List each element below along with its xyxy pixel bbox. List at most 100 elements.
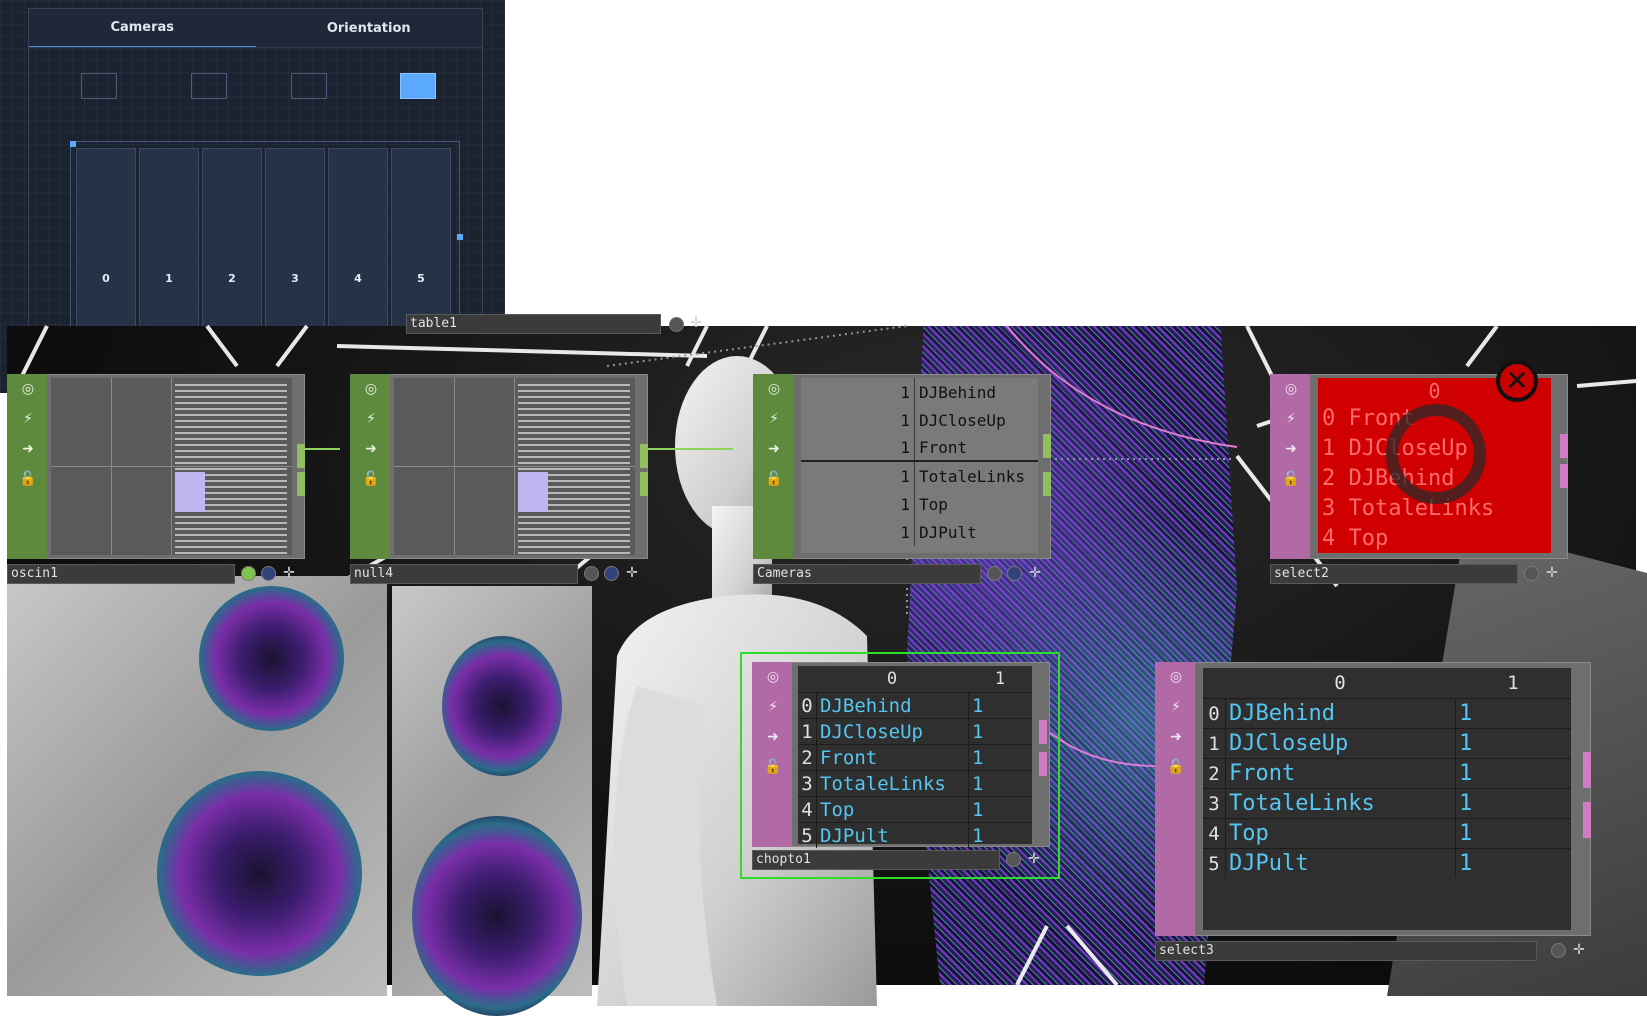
plus-icon[interactable]: ✛ <box>626 565 638 581</box>
lock-icon[interactable]: 🔓 <box>764 759 782 775</box>
output-connector[interactable] <box>1560 434 1568 458</box>
viewer-icon[interactable]: ◎ <box>1169 669 1183 685</box>
error-viewer[interactable]: 0 0 Front 1 DJCloseUp 2 DJBehind 3 Total… <box>1318 378 1551 553</box>
resize-handle-top-left[interactable] <box>70 141 76 147</box>
output-connector[interactable] <box>640 472 648 496</box>
output-connector[interactable] <box>1560 464 1568 488</box>
plus-icon[interactable]: ✛ <box>283 565 295 581</box>
output-connector[interactable] <box>640 444 648 468</box>
lock-icon[interactable]: 🔓 <box>765 471 783 487</box>
plus-icon[interactable]: ✛ <box>1028 851 1040 867</box>
channel-value: 1 <box>900 410 910 430</box>
channel-value: 1 <box>900 382 910 402</box>
tab-orientation[interactable]: Orientation <box>326 21 411 36</box>
viewer-flag[interactable] <box>1551 943 1566 958</box>
lock-icon[interactable]: 🔓 <box>362 471 380 487</box>
plus-icon[interactable]: ✛ <box>1029 565 1041 581</box>
control-panel: Cameras Orientation 0 1 2 3 4 5 <box>0 0 505 408</box>
viewer-icon[interactable]: ◎ <box>766 669 780 685</box>
node-null4[interactable]: ◎ ⚡ ➜ 🔓 null4 ✛ <box>350 374 652 584</box>
selector-box-3[interactable] <box>291 73 327 99</box>
tab-cameras[interactable]: Cameras <box>29 9 256 48</box>
lock-icon[interactable]: 🔓 <box>1167 759 1185 775</box>
bypass-icon[interactable]: ⚡ <box>768 699 778 715</box>
viewer-flag[interactable] <box>241 566 256 581</box>
lock-icon[interactable]: 🔓 <box>19 471 37 487</box>
display-flag[interactable] <box>261 566 276 581</box>
error-icon[interactable]: ✕ <box>1496 360 1538 402</box>
viewer-flag[interactable] <box>987 566 1002 581</box>
output-connector[interactable] <box>1039 752 1047 776</box>
display-icon[interactable]: ➜ <box>1285 441 1297 457</box>
node-name[interactable]: select2 <box>1270 564 1518 584</box>
chop-viewer[interactable] <box>51 378 292 555</box>
viewer-flag[interactable] <box>1524 566 1539 581</box>
plus-icon[interactable]: ✛ <box>690 315 702 331</box>
node-name[interactable]: select3 <box>1155 941 1537 961</box>
output-connector[interactable] <box>297 444 305 468</box>
lock-icon[interactable]: 🔓 <box>1282 471 1300 487</box>
resize-handle-right[interactable] <box>457 234 463 240</box>
plus-icon[interactable]: ✛ <box>1546 565 1558 581</box>
viewer-icon[interactable]: ◎ <box>364 381 378 397</box>
node-select2[interactable]: ◎ ⚡ ➜ 🔓 0 0 Front 1 DJCloseUp 2 DJBehind… <box>1270 360 1572 584</box>
plus-icon[interactable]: ✛ <box>1573 942 1585 958</box>
selector-box-1[interactable] <box>81 73 117 99</box>
display-icon[interactable]: ➜ <box>1170 729 1182 745</box>
display-icon[interactable]: ➜ <box>767 729 779 745</box>
bypass-icon[interactable]: ⚡ <box>366 411 376 427</box>
display-flag[interactable] <box>1007 566 1022 581</box>
viewer-flag[interactable] <box>669 317 684 332</box>
bypass-icon[interactable]: ⚡ <box>23 411 33 427</box>
display-flag[interactable] <box>604 566 619 581</box>
viewer-flag[interactable] <box>1006 852 1021 867</box>
channel-value: 1 <box>900 494 910 514</box>
selector-box-2[interactable] <box>191 73 227 99</box>
node-table1[interactable]: table1 ✛ <box>406 312 706 342</box>
network-editor[interactable]: table1 ✛ ◎ ⚡ ➜ 🔓 <box>7 314 1647 1016</box>
output-connector[interactable] <box>1043 434 1051 458</box>
node-oscin1[interactable]: ◎ ⚡ ➜ 🔓 oscin1 ✛ <box>7 374 309 584</box>
bypass-icon[interactable]: ⚡ <box>1286 411 1296 427</box>
output-connector[interactable] <box>1043 472 1051 496</box>
output-connector[interactable] <box>1583 802 1591 838</box>
output-connector[interactable] <box>297 472 305 496</box>
chop-graph <box>394 378 635 555</box>
table-header: 0 1 <box>1203 668 1571 698</box>
node-name[interactable]: table1 <box>406 314 661 334</box>
viewer-icon[interactable]: ◎ <box>767 381 781 397</box>
node-name[interactable]: null4 <box>350 564 578 584</box>
selector-box-4[interactable] <box>400 73 436 99</box>
column-header: 1 <box>1507 672 1519 694</box>
viewer-icon[interactable]: ◎ <box>21 381 35 397</box>
bypass-icon[interactable]: ⚡ <box>769 411 779 427</box>
display-icon[interactable]: ➜ <box>768 441 780 457</box>
node-name[interactable]: Cameras <box>753 564 981 584</box>
output-connector[interactable] <box>1583 752 1591 788</box>
table-row: 4 Top <box>1322 526 1389 551</box>
node-side-strip: ◎ ⚡ ➜ 🔓 <box>350 374 390 559</box>
chop-viewer[interactable] <box>394 378 635 555</box>
node-name[interactable]: chopto1 <box>752 850 1000 870</box>
node-name[interactable]: oscin1 <box>7 564 235 584</box>
output-connector[interactable] <box>1039 720 1047 744</box>
viewer-flag[interactable] <box>584 566 599 581</box>
display-icon[interactable]: ➜ <box>22 441 34 457</box>
viewer-icon[interactable]: ◎ <box>1284 381 1298 397</box>
node-side-strip: ◎ ⚡ ➜ 🔓 <box>753 374 793 559</box>
display-icon[interactable]: ➜ <box>365 441 377 457</box>
bypass-icon[interactable]: ⚡ <box>1171 699 1181 715</box>
